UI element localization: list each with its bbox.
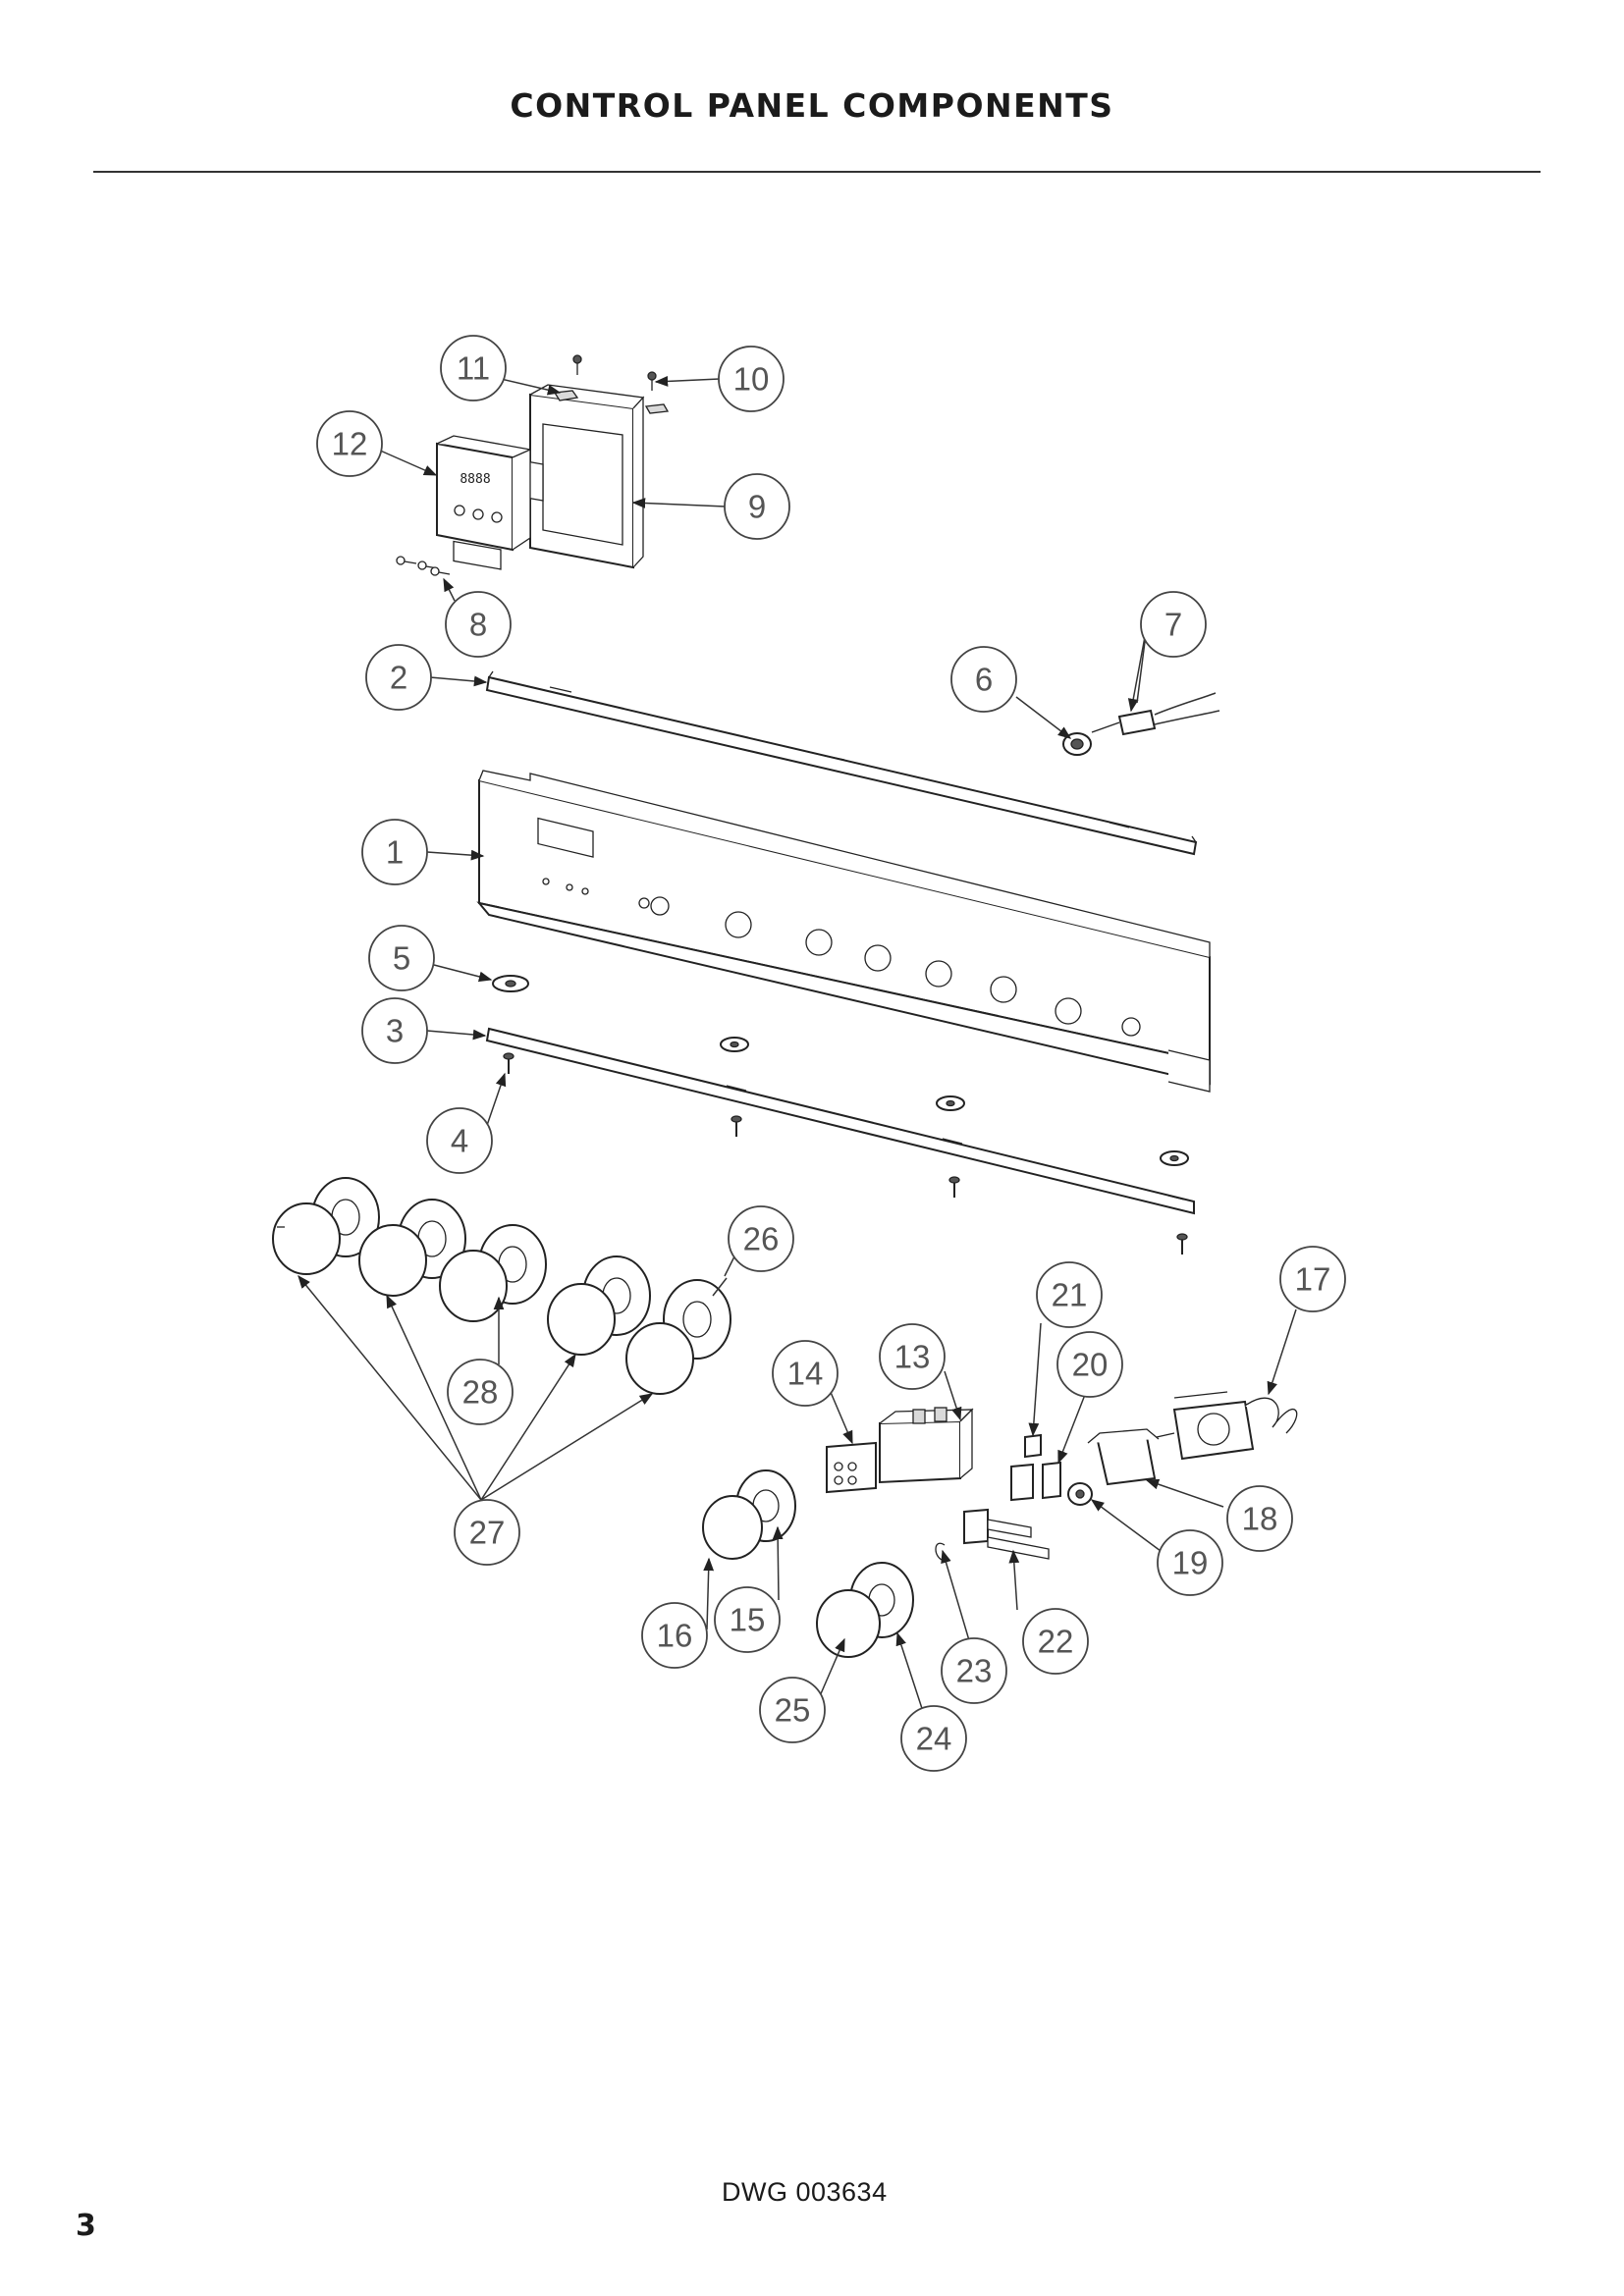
callout-17: 17 [1279,1246,1346,1312]
callout-19: 19 [1157,1529,1223,1596]
callout-15: 15 [714,1586,781,1653]
svg-text:7: 7 [1164,607,1182,643]
part-electronic-timer: 8888 [436,435,531,570]
callout-18: 18 [1226,1485,1293,1552]
svg-text:8: 8 [469,607,487,643]
callout-7: 7 [1140,591,1207,658]
callout-13: 13 [879,1323,946,1390]
callout-24: 24 [900,1705,967,1772]
callout-4: 4 [426,1107,493,1174]
title-rule [93,171,1541,173]
svg-text:15: 15 [730,1602,766,1638]
callout-22: 22 [1022,1608,1089,1675]
callout-21: 21 [1036,1261,1103,1328]
svg-text:27: 27 [469,1515,506,1551]
callout-12: 12 [316,410,383,477]
svg-text:24: 24 [916,1721,952,1757]
part-selector-switch [826,1407,974,1494]
part-timer-bracket [525,384,645,569]
callout-11: 11 [440,335,507,401]
callout-25: 25 [759,1677,826,1743]
svg-text:21: 21 [1052,1277,1088,1313]
svg-text:26: 26 [743,1221,780,1257]
callout-9: 9 [724,473,790,540]
callout-28: 28 [447,1359,514,1425]
callout-16: 16 [641,1602,708,1669]
part-washers [492,975,1189,1166]
part-gas-valve-thermostat [1067,1391,1298,1506]
part-trim-screws [503,1052,1188,1255]
svg-text:10: 10 [733,361,770,398]
svg-text:13: 13 [894,1339,931,1375]
svg-text:6: 6 [975,662,993,698]
callout-27: 27 [454,1499,520,1566]
callout-1: 1 [361,819,428,885]
svg-text:22: 22 [1038,1624,1074,1660]
svg-text:28: 28 [462,1374,499,1411]
callout-10: 10 [718,346,785,412]
leader-lines [298,376,1297,1736]
svg-text:20: 20 [1072,1347,1109,1383]
part-control-panel-fascia [476,770,1211,1093]
part-micro-switch [935,1433,1061,1562]
callout-5: 5 [368,925,435,991]
svg-text:5: 5 [393,940,410,977]
svg-text:19: 19 [1172,1545,1209,1581]
drawing-number: DWG 003634 [722,2177,888,2207]
part-indicator-light [1062,692,1220,756]
callout-8: 8 [445,591,512,658]
svg-text:14: 14 [787,1356,824,1392]
callout-2: 2 [365,644,432,711]
callout-3: 3 [361,997,428,1064]
page-number: 3 [76,2209,96,2243]
callout-20: 20 [1056,1331,1123,1398]
callout-14: 14 [772,1340,839,1407]
svg-text:11: 11 [457,350,490,387]
part-knobs [272,1177,914,1658]
callout-6: 6 [950,646,1017,713]
svg-text:16: 16 [657,1618,693,1654]
timer-display-readout: 8888 [460,472,490,487]
svg-text:12: 12 [332,426,368,462]
svg-text:4: 4 [451,1123,468,1159]
svg-text:3: 3 [386,1013,404,1049]
svg-text:1: 1 [386,834,404,871]
part-upper-trim-strip [485,670,1198,856]
callout-23: 23 [941,1637,1007,1704]
svg-text:18: 18 [1242,1501,1278,1537]
svg-text:17: 17 [1295,1261,1331,1298]
svg-text:25: 25 [775,1692,811,1729]
svg-text:23: 23 [956,1653,993,1689]
svg-text:2: 2 [390,660,407,696]
part-lower-trim-strip [485,1027,1195,1215]
svg-text:9: 9 [748,489,766,525]
page-title: CONTROL PANEL COMPONENTS [510,86,1114,125]
part-timer-screws [396,556,451,576]
callout-26: 26 [728,1205,794,1272]
part-clips-screws [553,354,670,414]
